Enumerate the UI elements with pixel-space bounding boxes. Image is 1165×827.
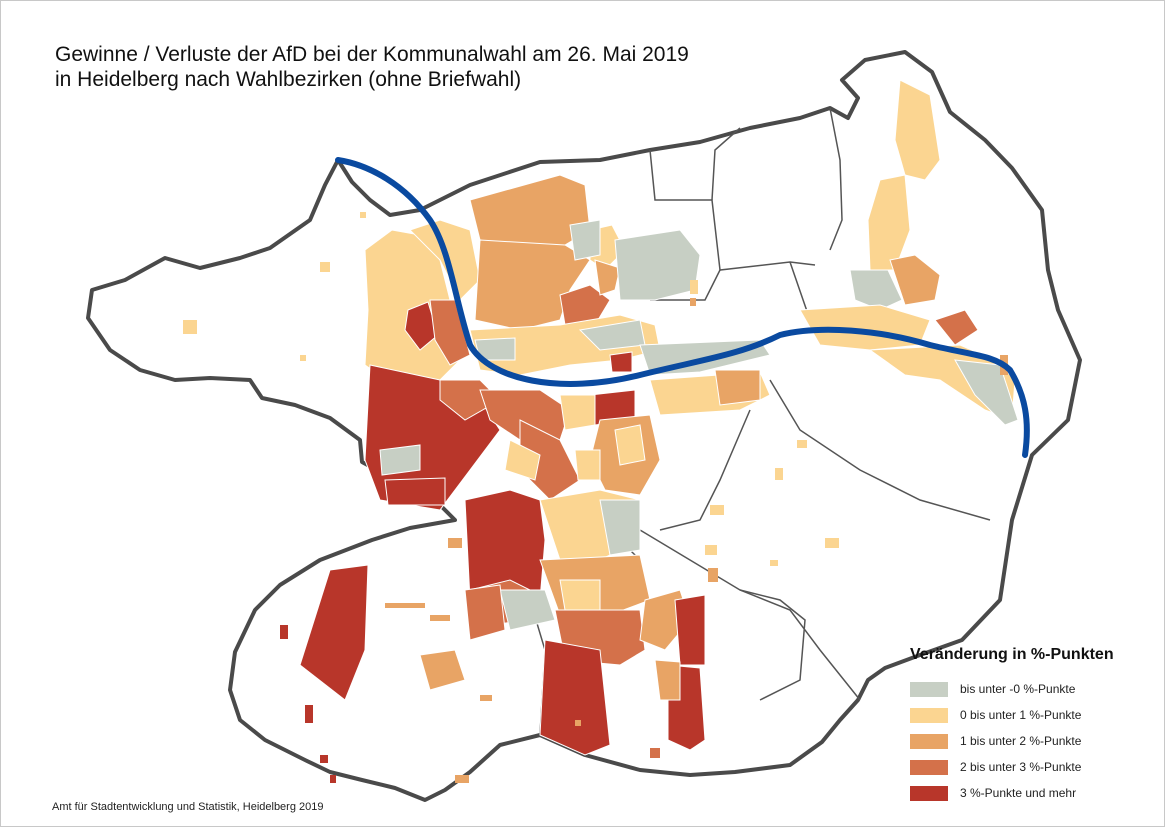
district-lines (529, 107, 991, 736)
legend-swatch (910, 707, 948, 723)
legend-label: 0 bis unter 1 %-Punkte (960, 708, 1082, 722)
district (714, 369, 761, 406)
legend-swatch (910, 733, 948, 749)
district (539, 639, 611, 756)
legend-item: bis unter -0 %-Punkte (910, 676, 1160, 702)
legend: Veränderung in %-Punkten bis unter -0 %-… (910, 646, 1160, 806)
district (849, 269, 903, 311)
legend-title: Veränderung in %-Punkten (910, 646, 1114, 663)
legend-item: 2 bis unter 3 %-Punkte (910, 754, 1160, 780)
legend-label: 3 %-Punkte und mehr (960, 786, 1077, 800)
map-title: Gewinne / Verluste der AfD bei der Kommu… (55, 42, 689, 92)
legend-label: 1 bis unter 2 %-Punkte (960, 734, 1082, 748)
district (429, 299, 471, 366)
district (559, 284, 611, 326)
district (559, 394, 596, 431)
district (379, 444, 421, 476)
district (504, 439, 541, 481)
title-line-1: Gewinne / Verluste der AfD bei der Kommu… (55, 43, 689, 66)
district (419, 649, 466, 691)
district (614, 424, 646, 466)
legend-label: 2 bis unter 3 %-Punkte (960, 760, 1082, 774)
district (594, 259, 621, 296)
title-line-2: in Heidelberg nach Wahlbezirken (ohne Br… (55, 68, 522, 91)
district (954, 359, 1019, 426)
district (614, 229, 701, 301)
legend-item: 1 bis unter 2 %-Punkte (910, 728, 1160, 754)
neckar-river (335, 157, 1030, 458)
legend-swatch (910, 681, 948, 697)
district (464, 584, 506, 641)
district (569, 219, 601, 261)
legend-item: 0 bis unter 1 %-Punkte (910, 702, 1160, 728)
legend-swatch (910, 785, 948, 801)
district (894, 79, 941, 181)
district (674, 594, 706, 666)
district (404, 301, 439, 351)
legend-swatch (910, 759, 948, 775)
district (499, 589, 556, 631)
district (574, 449, 601, 481)
district (384, 477, 446, 506)
district (609, 351, 633, 373)
source-credit: Amt für Stadtentwicklung und Statistik, … (52, 801, 324, 813)
district (299, 564, 369, 701)
legend-label: bis unter -0 %-Punkte (960, 682, 1076, 696)
district (559, 579, 601, 611)
district (599, 499, 641, 556)
district (889, 254, 941, 306)
small-patches (183, 212, 1008, 783)
district (934, 309, 979, 346)
district (654, 659, 681, 701)
legend-item: 3 %-Punkte und mehr (910, 780, 1160, 806)
